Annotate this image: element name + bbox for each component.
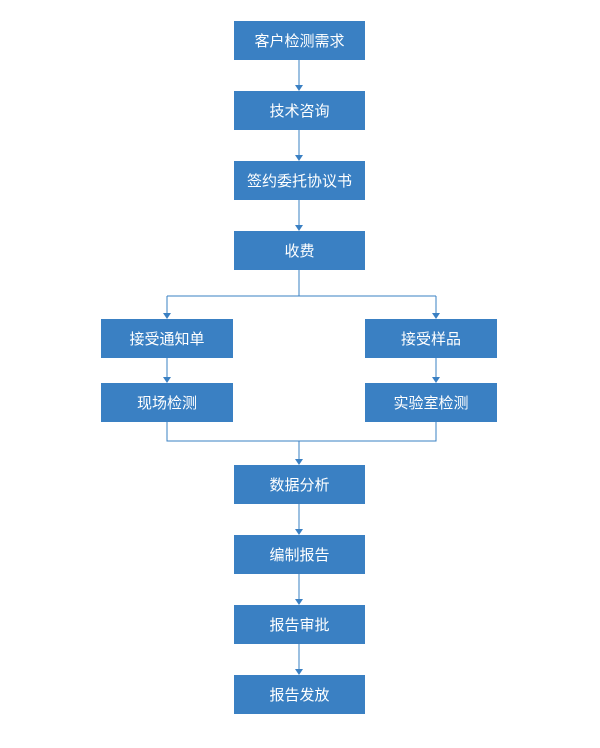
arrowhead-issue — [295, 669, 303, 675]
node-receive-notice: 接受通知单 — [101, 319, 233, 358]
edge-merge — [166, 422, 437, 442]
arrowhead-analysis — [295, 459, 303, 465]
arrowhead-sign — [295, 155, 303, 161]
arrowhead-sample — [432, 313, 440, 319]
node-data-analysis: 数据分析 — [234, 465, 365, 504]
arrowhead-lab — [432, 377, 440, 383]
arrowhead-compile — [295, 529, 303, 535]
node-lab-test: 实验室检测 — [365, 383, 497, 422]
node-issue-report: 报告发放 — [234, 675, 365, 714]
arrowhead-notice — [163, 313, 171, 319]
node-receive-sample: 接受样品 — [365, 319, 497, 358]
arrowhead-review — [295, 599, 303, 605]
arrowhead-tech — [295, 85, 303, 91]
arrowhead-charge — [295, 225, 303, 231]
node-customer-request: 客户检测需求 — [234, 21, 365, 60]
node-compile-report: 编制报告 — [234, 535, 365, 574]
node-onsite-test: 现场检测 — [101, 383, 233, 422]
node-tech-consult: 技术咨询 — [234, 91, 365, 130]
arrowhead-onsite — [163, 377, 171, 383]
node-review-report: 报告审批 — [234, 605, 365, 644]
node-sign-agreement: 签约委托协议书 — [234, 161, 365, 200]
node-charge-fee: 收费 — [234, 231, 365, 270]
